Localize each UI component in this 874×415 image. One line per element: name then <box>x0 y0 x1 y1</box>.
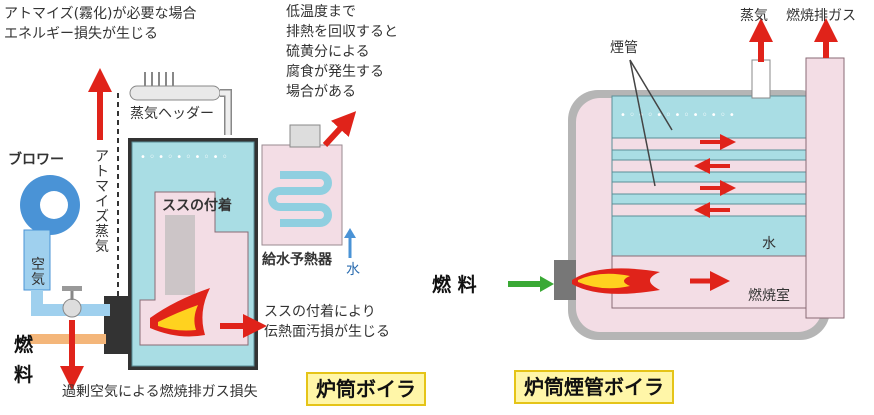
steam-label-right: 蒸気 <box>740 8 768 24</box>
soot-note-line2: 伝熱面汚損が生じる <box>264 324 390 340</box>
smoke-tubes-label: 煙管 <box>610 40 638 56</box>
flue-gas-label: 燃焼排ガス <box>786 8 856 24</box>
soot-label: ススの付着 <box>162 198 232 214</box>
atomize-steam-label: アトマイズ蒸気 <box>95 149 109 255</box>
low-temp-note-line2: 排熱を回収すると <box>286 24 398 40</box>
svg-text:• ◦ • ◦ • ◦ • ◦ • ◦: • ◦ • ◦ • ◦ • ◦ • ◦ <box>140 152 228 163</box>
air-label: 空気 <box>31 257 45 288</box>
valve-icon <box>62 286 82 318</box>
fuel-label-left: 燃料 <box>14 334 34 386</box>
fuel-pipe <box>30 334 106 344</box>
feedwater-preheater-label: 給水予熱器 <box>262 252 332 268</box>
low-temp-note-line5: 場合がある <box>286 84 356 100</box>
soot-note-line1: ススの付着により <box>264 304 376 320</box>
water-label-right: 水 <box>762 236 776 252</box>
left-title: 炉筒ボイラ <box>306 372 426 406</box>
steam-header <box>129 72 232 135</box>
fuel-label-right: 燃 料 <box>432 274 477 296</box>
blower-label: ブロワー <box>8 152 64 168</box>
red-arrows-left <box>60 68 357 390</box>
low-temp-note-line4: 腐食が発生する <box>286 64 384 80</box>
low-temp-note-line3: 硫黄分による <box>286 44 370 60</box>
feedwater-preheater <box>261 124 356 258</box>
boiler-shell: • ◦ • ◦ • ◦ • ◦ • ◦ <box>128 138 258 370</box>
combustion-chamber-label: 燃焼室 <box>748 288 790 304</box>
steam-header-label: 蒸気ヘッダー <box>130 106 214 122</box>
water-label-left: 水 <box>346 262 360 278</box>
atomize-note-line1: アトマイズ(霧化)が必要な場合 <box>4 6 197 22</box>
blower <box>20 175 110 316</box>
smoke-tube-boiler: • ◦ • ◦ • ◦ • ◦ • ◦ • ◦ • <box>508 18 845 340</box>
svg-text:• ◦ • ◦ • ◦ • ◦ • ◦ • ◦ •: • ◦ • ◦ • ◦ • ◦ • ◦ • ◦ • <box>620 110 735 121</box>
right-title: 炉筒煙管ボイラ <box>514 370 674 404</box>
atomize-note-line2: エネルギー損失が生じる <box>4 26 158 42</box>
low-temp-note-line1: 低温度まで <box>286 4 356 20</box>
excess-air-note: 過剰空気による燃焼排ガス損失 <box>62 384 258 400</box>
